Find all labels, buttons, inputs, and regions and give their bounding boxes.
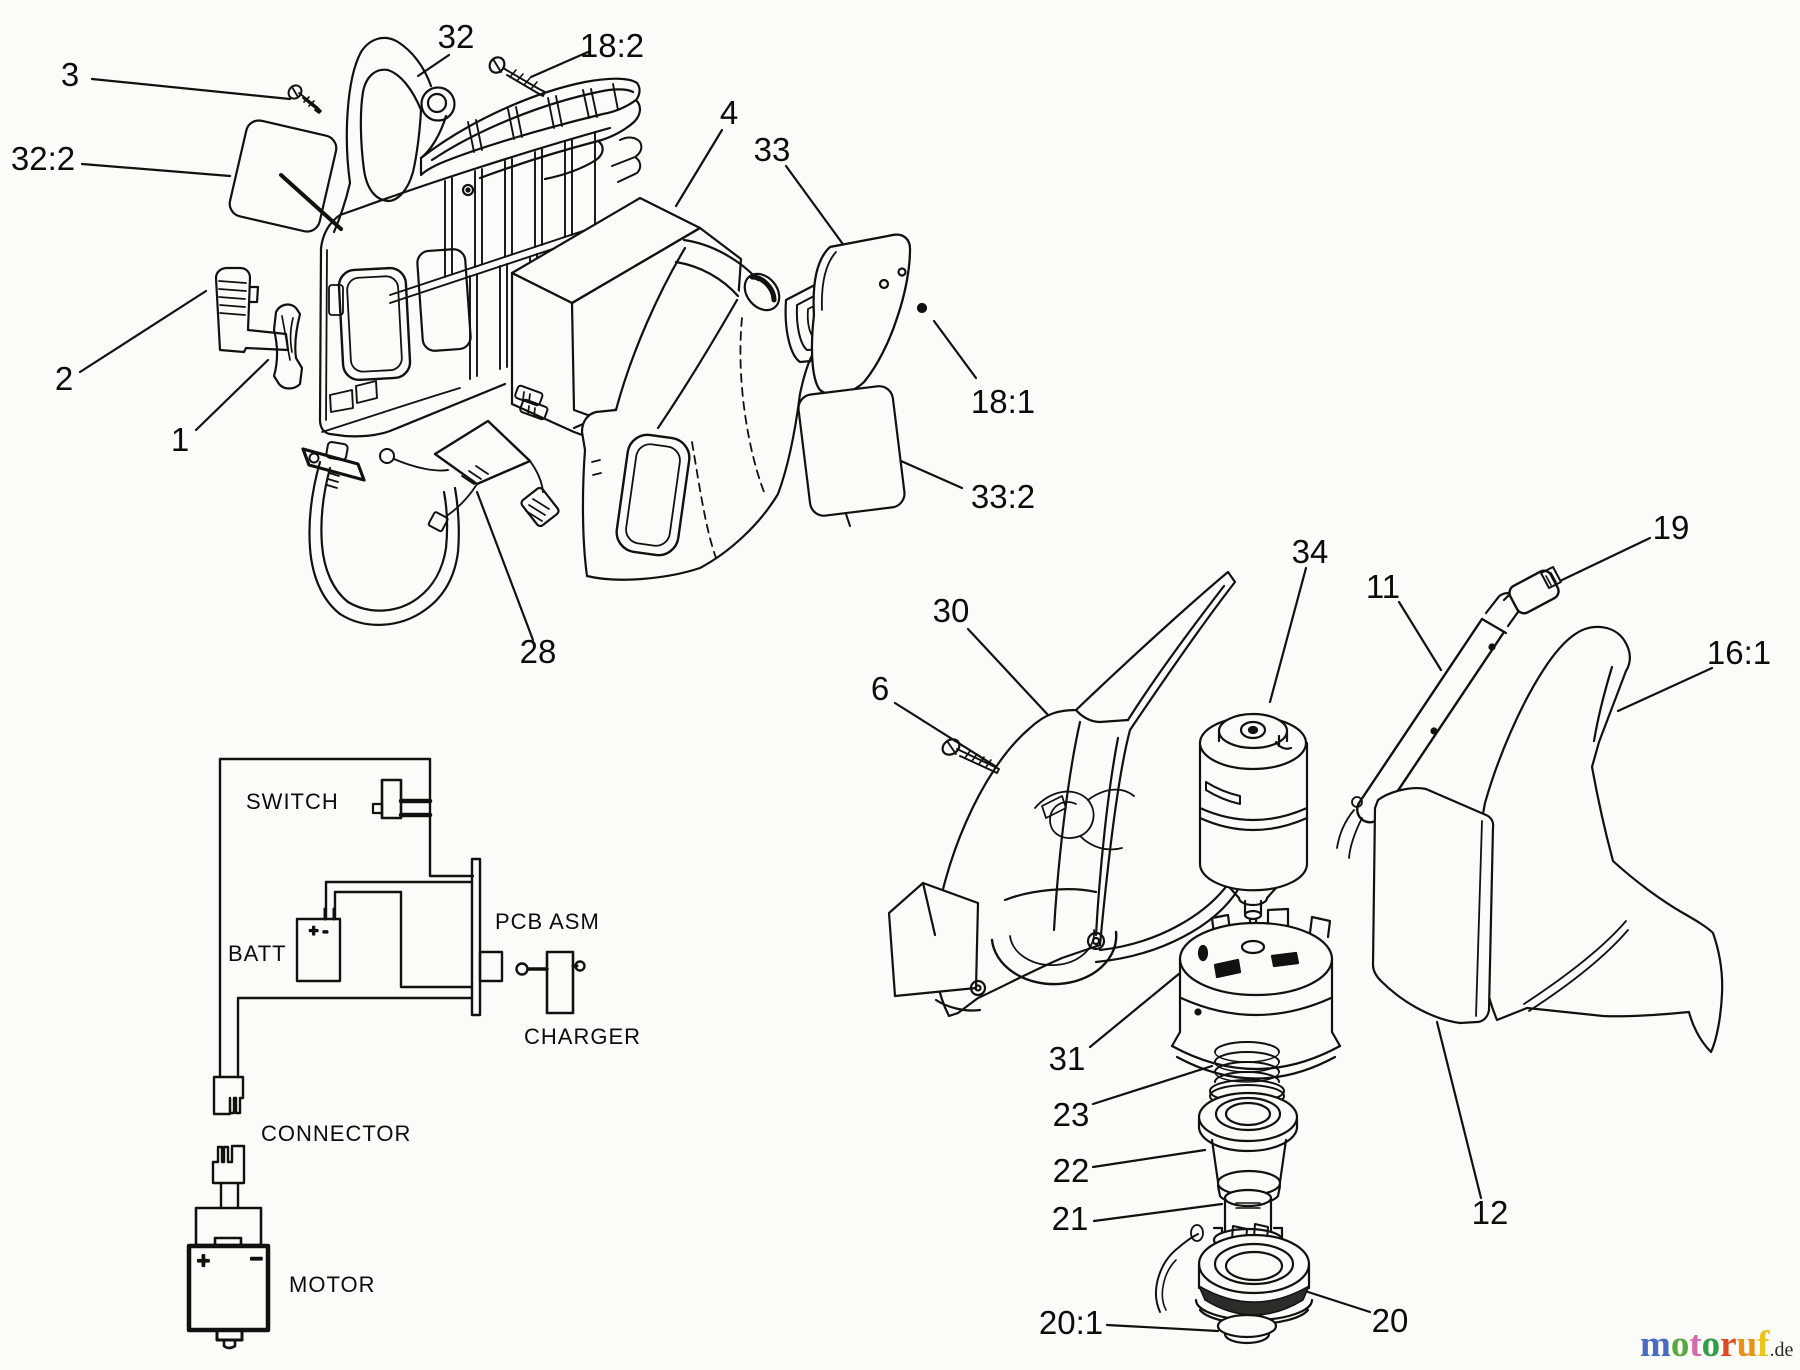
svg-text:32:2: 32:2 bbox=[11, 140, 75, 177]
svg-text:MOTOR: MOTOR bbox=[289, 1272, 375, 1297]
svg-text:22: 22 bbox=[1053, 1152, 1090, 1189]
svg-text:−: − bbox=[250, 1246, 264, 1271]
svg-text:18:1: 18:1 bbox=[971, 383, 1035, 420]
svg-text:21: 21 bbox=[1052, 1200, 1089, 1237]
svg-text:+ -: + - bbox=[309, 923, 328, 940]
svg-text:33: 33 bbox=[754, 131, 791, 168]
svg-text:PCB ASM: PCB ASM bbox=[495, 909, 600, 934]
svg-text:32: 32 bbox=[438, 18, 475, 55]
svg-text:31: 31 bbox=[1049, 1040, 1086, 1077]
svg-text:34: 34 bbox=[1292, 533, 1329, 570]
svg-text:33:2: 33:2 bbox=[971, 478, 1035, 515]
svg-text:28: 28 bbox=[520, 633, 557, 670]
svg-text:11: 11 bbox=[1366, 568, 1400, 605]
svg-text:12: 12 bbox=[1472, 1194, 1509, 1231]
svg-text:19: 19 bbox=[1653, 509, 1690, 546]
svg-text:CHARGER: CHARGER bbox=[524, 1024, 641, 1049]
svg-text:20: 20 bbox=[1372, 1302, 1409, 1339]
svg-text:1: 1 bbox=[171, 421, 189, 458]
svg-text:6: 6 bbox=[871, 670, 889, 707]
svg-text:16:1: 16:1 bbox=[1707, 634, 1771, 671]
svg-text:SWITCH: SWITCH bbox=[246, 789, 339, 814]
svg-text:4: 4 bbox=[720, 94, 738, 131]
svg-text:20:1: 20:1 bbox=[1039, 1304, 1103, 1341]
svg-text:23: 23 bbox=[1053, 1096, 1090, 1133]
svg-text:3: 3 bbox=[61, 56, 79, 93]
svg-text:motoruf.de: motoruf.de bbox=[1640, 1324, 1794, 1365]
svg-text:+: + bbox=[197, 1248, 211, 1273]
svg-text:18:2: 18:2 bbox=[580, 27, 644, 64]
svg-text:CONNECTOR: CONNECTOR bbox=[261, 1121, 411, 1146]
svg-text:2: 2 bbox=[55, 360, 73, 397]
svg-text:BATT: BATT bbox=[228, 941, 287, 966]
svg-text:30: 30 bbox=[933, 592, 970, 629]
